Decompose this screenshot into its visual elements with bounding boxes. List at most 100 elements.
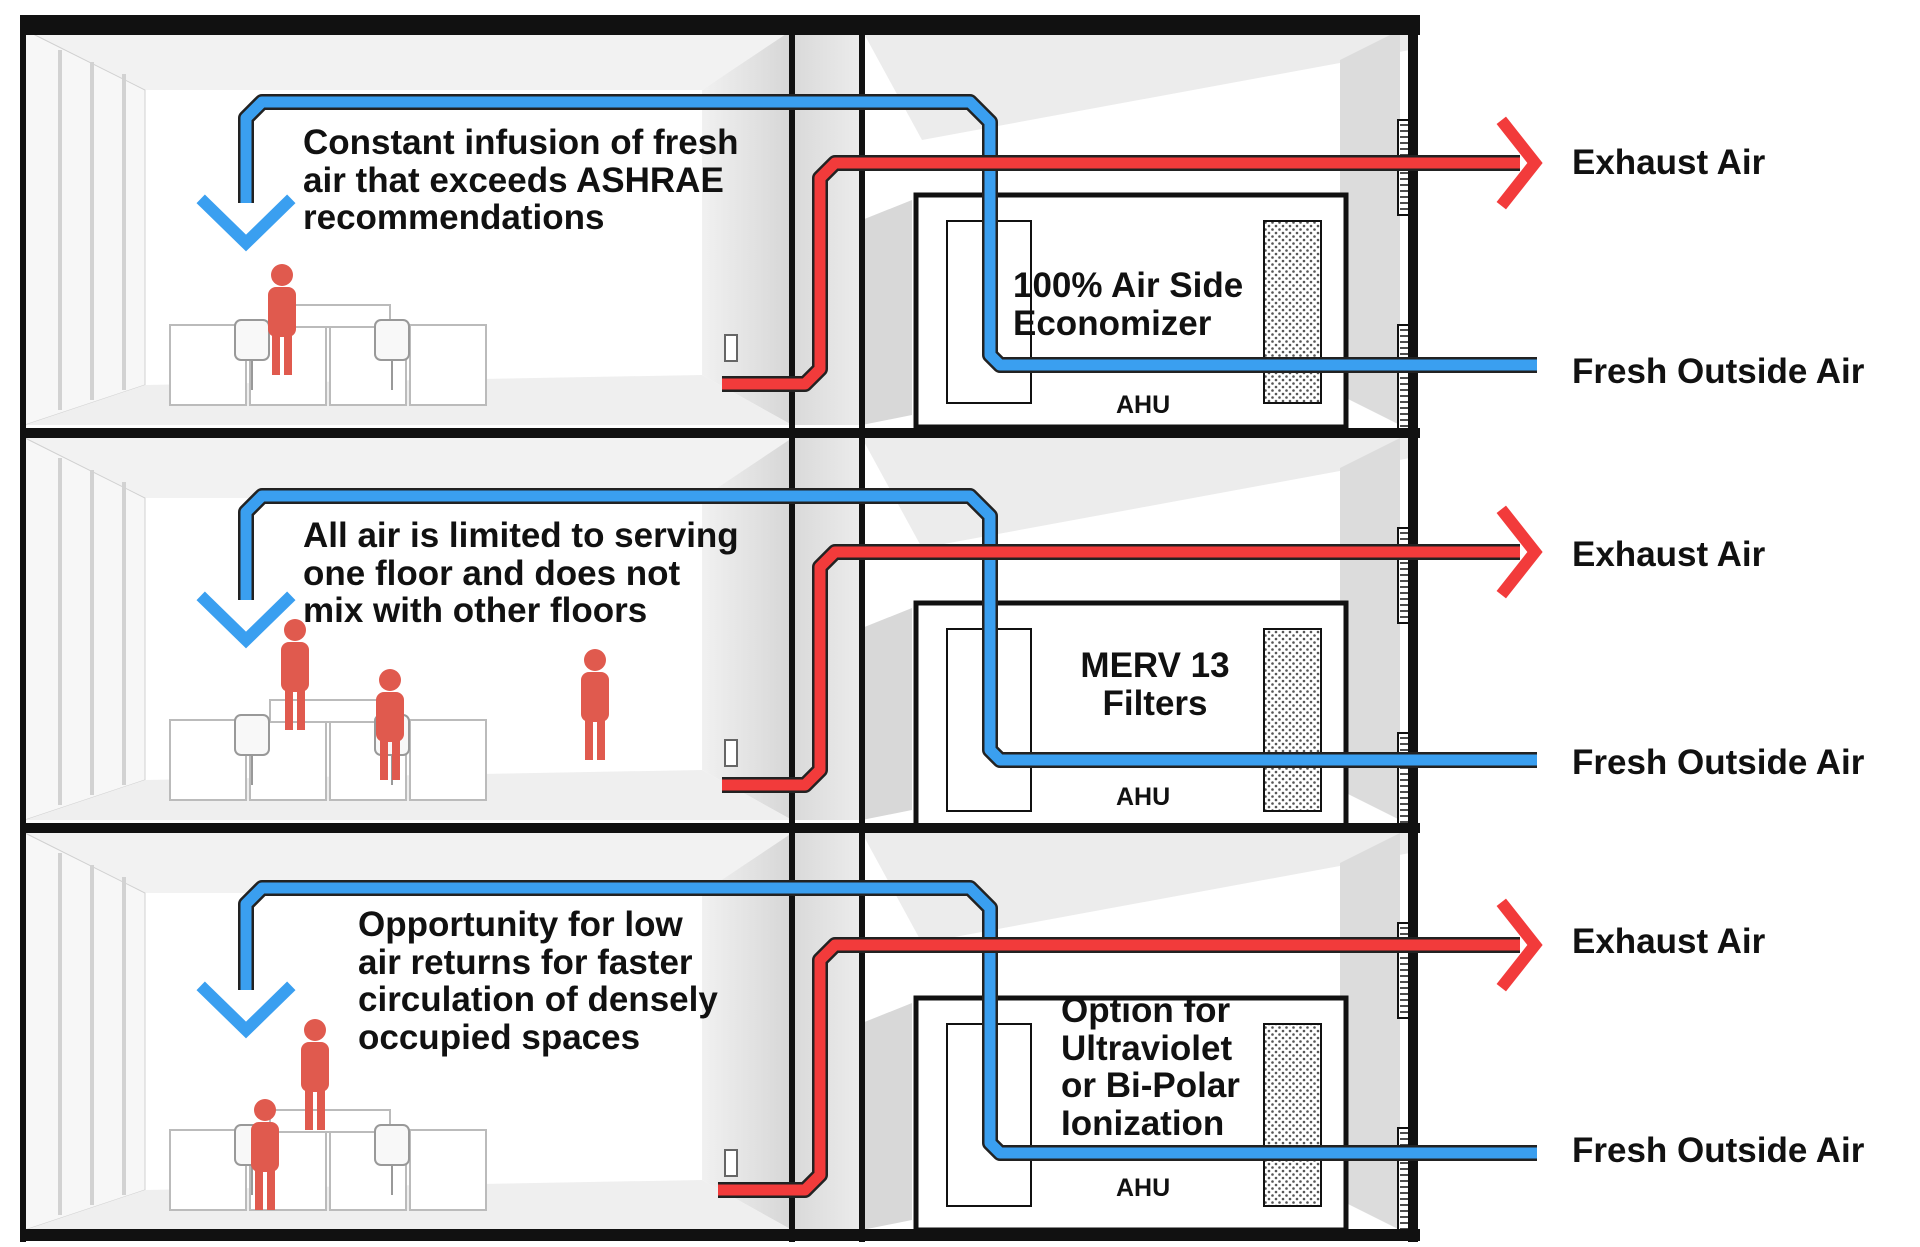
desk <box>409 324 487 406</box>
supply-duct-3-fill <box>240 882 1537 1159</box>
occupant-leg <box>297 688 305 730</box>
return-grille <box>724 334 738 362</box>
occupant <box>251 1099 279 1210</box>
floor-1-ahu-label: AHU <box>1116 391 1171 419</box>
occupant <box>301 1019 329 1130</box>
occupant-body <box>376 692 404 742</box>
floor-slab-3 <box>20 823 1420 833</box>
desk-partition <box>269 1109 391 1133</box>
office-chair <box>234 319 270 361</box>
floor-2-ahu-label: AHU <box>1116 783 1171 811</box>
left-exterior-wall <box>20 20 26 1245</box>
floor-3-note: Opportunity for low air returns for fast… <box>358 905 718 1057</box>
supply-duct-3 <box>238 880 1537 1161</box>
floor-2-ahu-feature: MERV 13 Filters <box>1080 646 1230 723</box>
exhaust-duct-1-fill <box>722 157 1520 390</box>
return-grille <box>724 1149 738 1177</box>
desk <box>169 324 247 406</box>
floor-1-fresh-label: Fresh Outside Air <box>1572 352 1865 391</box>
occupant-head <box>271 264 293 286</box>
occupant-leg <box>317 1088 325 1130</box>
supply-arrow-1 <box>196 194 296 252</box>
mech-side-wall <box>1340 30 1400 425</box>
occupant-body <box>251 1122 279 1172</box>
floor-slab-4 <box>20 1229 1420 1241</box>
occupant-leg <box>305 1088 313 1130</box>
ahu-shadow <box>862 1003 912 1230</box>
office-side-wall <box>702 833 792 1230</box>
occupant-body <box>301 1042 329 1092</box>
occupant <box>281 619 309 730</box>
office-ceiling <box>25 833 792 893</box>
occupant-body <box>281 642 309 692</box>
supply-duct-2-fill <box>240 490 1537 766</box>
office-chair <box>234 714 270 756</box>
occupant <box>581 649 609 760</box>
ahu-filter-bank <box>1263 220 1322 404</box>
occupant <box>268 264 296 375</box>
right-exterior-wall <box>1408 20 1418 1245</box>
office-side-wall <box>702 438 792 820</box>
office-ceiling <box>25 438 792 498</box>
floor-3-ahu-label: AHU <box>1116 1174 1171 1202</box>
floor-3-fresh-label: Fresh Outside Air <box>1572 1131 1865 1170</box>
occupant-leg <box>284 333 292 375</box>
occupant-body <box>268 287 296 337</box>
mech-ceiling <box>862 833 1410 943</box>
floor-slab-1 <box>20 15 1420 35</box>
exhaust-duct-3-fill <box>718 939 1520 1196</box>
exhaust-arrow-1 <box>1496 116 1543 210</box>
floor-3-ahu-feature: Option for Ultraviolet or Bi-Polar Ioniz… <box>1061 991 1240 1143</box>
occupant-head <box>304 1019 326 1041</box>
occupant-head <box>254 1099 276 1121</box>
office-shaft-wall <box>789 20 795 1245</box>
window-wall <box>24 437 146 821</box>
return-grille <box>724 739 738 767</box>
window-wall <box>24 29 146 426</box>
floor-2-exhaust-label: Exhaust Air <box>1572 535 1766 574</box>
office-ceiling <box>25 30 792 90</box>
occupant-head <box>284 619 306 641</box>
occupant-head <box>584 649 606 671</box>
occupant-leg <box>585 718 593 760</box>
exhaust-duct-3 <box>718 937 1520 1198</box>
desk <box>409 1129 487 1211</box>
supply-duct-1-fill <box>240 96 1537 371</box>
floor-1-exhaust-label: Exhaust Air <box>1572 143 1766 182</box>
exhaust-arrow-2 <box>1496 505 1543 599</box>
mech-side-wall <box>1340 438 1400 820</box>
occupant <box>376 669 404 780</box>
mech-side-wall <box>1340 833 1400 1230</box>
floor-slab-2 <box>20 428 1420 438</box>
supply-duct-2 <box>238 488 1537 768</box>
floor-1-ahu-feature: 100% Air Side Economizer <box>1013 266 1244 343</box>
shaft-mechanical-wall <box>859 20 865 1245</box>
occupant-leg <box>255 1168 263 1210</box>
ahu-shadow <box>862 200 912 425</box>
desk <box>169 719 247 801</box>
exhaust-duct-2-fill <box>722 546 1520 791</box>
occupant-leg <box>380 738 388 780</box>
floor-2-note: All air is limited to serving one floor … <box>303 516 739 630</box>
desk <box>169 1129 247 1211</box>
supply-arrow-2 <box>196 591 296 649</box>
supply-arrow-3 <box>196 981 296 1039</box>
occupant-leg <box>272 333 280 375</box>
office-side-wall <box>702 30 792 425</box>
ahu-filter-bank <box>1263 1023 1322 1207</box>
window-wall <box>24 832 146 1231</box>
office-chair <box>374 1124 410 1166</box>
ahu-filter-bank <box>1263 628 1322 812</box>
floor-1-note: Constant infusion of fresh air that exce… <box>303 123 739 237</box>
occupant-leg <box>392 738 400 780</box>
exhaust-duct-2 <box>722 544 1520 793</box>
office-chair <box>374 319 410 361</box>
occupant-body <box>581 672 609 722</box>
supply-duct-1 <box>238 94 1537 373</box>
occupant-head <box>379 669 401 691</box>
floor-2-fresh-label: Fresh Outside Air <box>1572 743 1865 782</box>
mech-ceiling <box>862 438 1410 548</box>
exhaust-duct-1 <box>722 155 1520 392</box>
